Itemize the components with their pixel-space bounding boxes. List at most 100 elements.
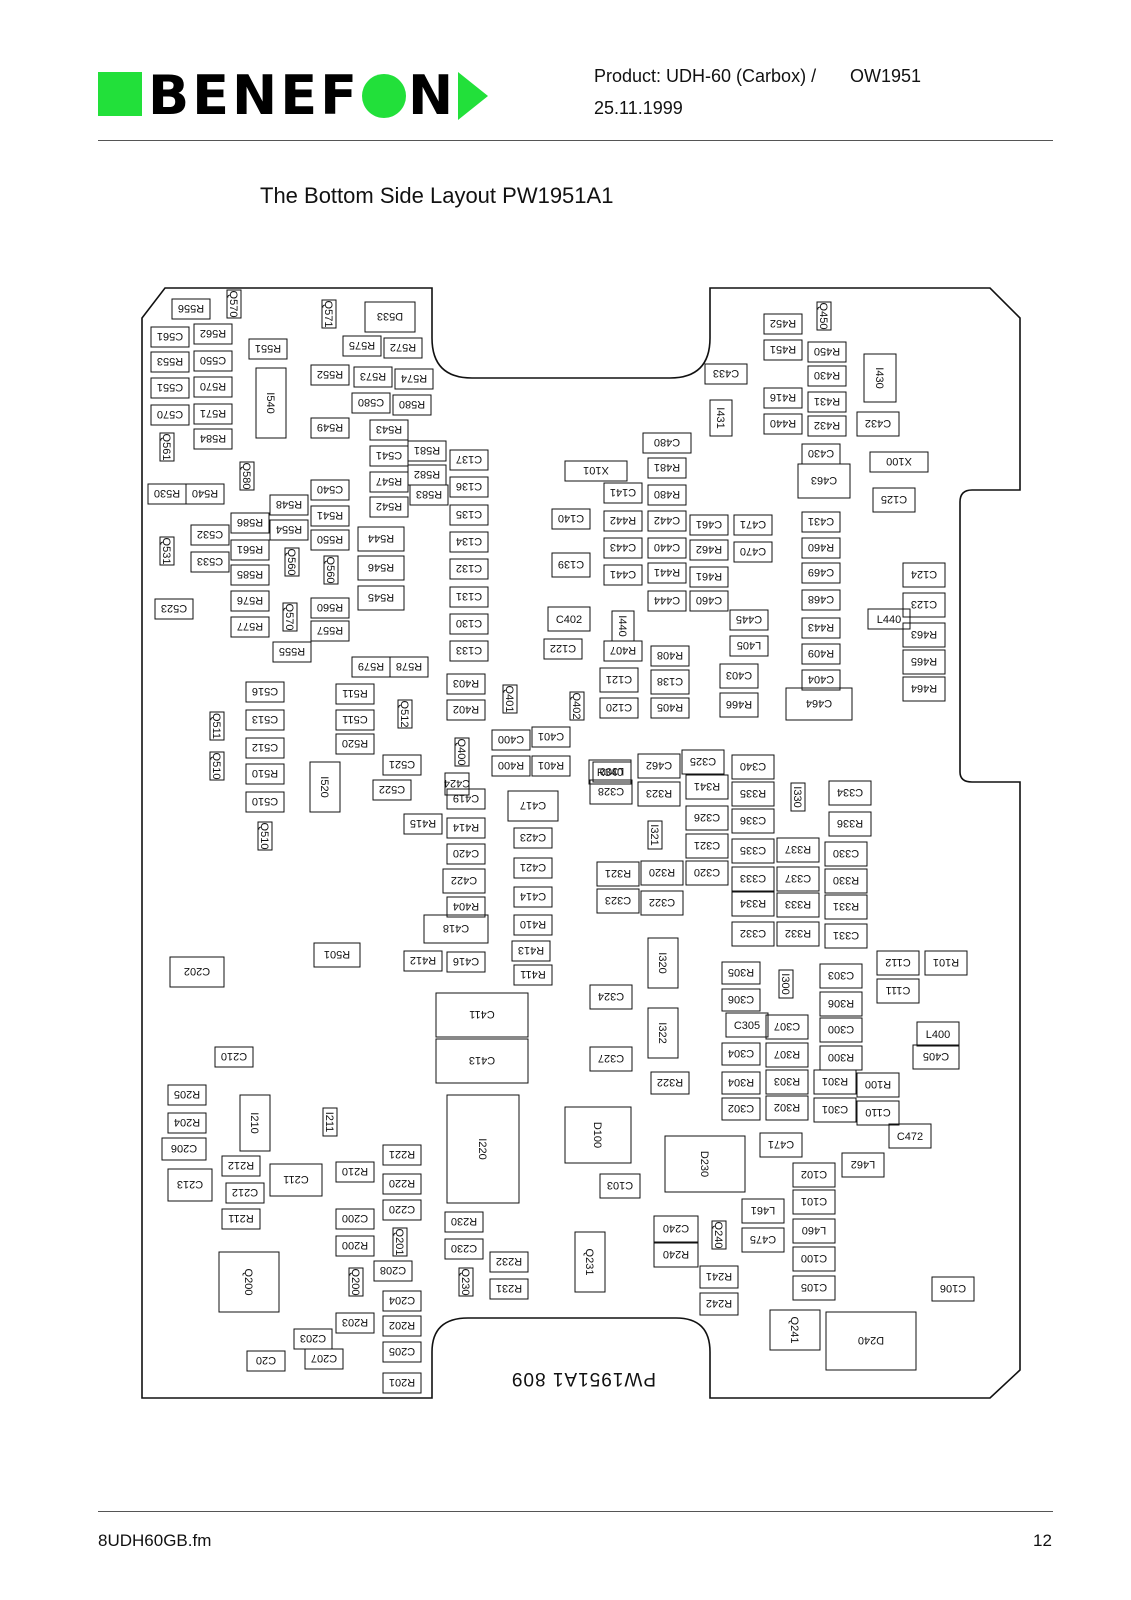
component-footprint (193, 403, 233, 425)
pcb-component: C472 (888, 1123, 932, 1149)
component-footprint (599, 1173, 641, 1199)
component-label: R411 (520, 968, 545, 980)
pcb-component: C213 (167, 1168, 213, 1202)
component-label: C125 (881, 493, 907, 505)
component-footprint (589, 1046, 633, 1072)
footer-filename: 8UDH60GB.fm (98, 1531, 212, 1550)
pcb-component: R408 (650, 645, 690, 667)
pcb-component: R414 (446, 817, 486, 839)
component-label: R323 (646, 787, 672, 799)
component-footprint (383, 337, 423, 359)
pcb-component: C208 (373, 1260, 413, 1282)
component-footprint (304, 1348, 344, 1370)
component-footprint (731, 866, 775, 892)
component-footprint (819, 963, 863, 989)
pcb-component: Q510 (209, 751, 225, 781)
pcb-component: C207 (304, 1348, 344, 1370)
component-label: Q201 (393, 1229, 405, 1256)
component-footprint (647, 537, 687, 559)
pcb-component: I220 (446, 1094, 520, 1204)
component-footprint (647, 937, 679, 989)
component-footprint (444, 1238, 484, 1260)
component-label: C230 (451, 1242, 477, 1254)
component-label: C111 (886, 984, 911, 996)
component-label: C401 (538, 730, 564, 742)
pcb-component: R463 (902, 622, 946, 648)
component-label: R578 (396, 660, 422, 672)
pcb-component: R413 (511, 940, 551, 962)
component-label: C417 (520, 799, 546, 811)
pcb-component: R412 (403, 950, 443, 972)
component-label: C103 (607, 1179, 633, 1191)
pcb-component: C323 (596, 888, 640, 914)
pcb-component: Q231 (574, 1231, 606, 1293)
pcb-component: R543 (369, 419, 409, 441)
component-footprint (731, 781, 775, 807)
component-label: R480 (654, 488, 680, 500)
component-footprint (335, 683, 375, 705)
component-footprint (689, 566, 729, 588)
component-label: R540 (192, 487, 218, 499)
component-label: C463 (811, 474, 837, 486)
component-label: R551 (255, 342, 281, 354)
component-footprint (193, 376, 233, 398)
component-footprint (637, 753, 681, 779)
component-label: C471 (740, 518, 766, 530)
component-footprint (731, 754, 775, 780)
component-label: R547 (376, 475, 402, 487)
component-label: C213 (177, 1178, 203, 1190)
component-label: I440 (616, 615, 628, 636)
component-footprint (449, 558, 489, 580)
component-label: R334 (740, 897, 766, 909)
component-footprint (193, 323, 233, 345)
component-label: C580 (358, 396, 384, 408)
pcb-component: R341 (685, 774, 729, 800)
component-footprint (931, 1276, 975, 1302)
pcb-component: D533 (364, 301, 416, 333)
component-footprint (824, 868, 868, 894)
component-label: R442 (610, 514, 636, 526)
component-footprint (348, 1267, 364, 1297)
pcb-component: C433 (704, 363, 748, 385)
component-label: R212 (228, 1159, 254, 1171)
pcb-component: C405 (912, 1044, 960, 1070)
component-label: R520 (342, 737, 368, 749)
component-label: R443 (808, 621, 834, 633)
component-footprint (397, 699, 413, 729)
component-footprint (792, 1275, 836, 1301)
component-label: R577 (237, 620, 263, 632)
component-footprint (382, 1372, 422, 1394)
pcb-component: C331 (824, 923, 868, 949)
component-footprint (245, 681, 285, 703)
pcb-component: R430 (807, 365, 847, 387)
component-label: C106 (940, 1282, 966, 1294)
pcb-component: R550 (310, 529, 350, 551)
component-footprint (856, 411, 900, 437)
component-label: C541 (376, 449, 402, 461)
pcb-component: C133 (449, 640, 489, 662)
component-footprint (335, 733, 375, 755)
pcb-component: R411 (513, 964, 553, 986)
pcb-component: R520 (335, 733, 375, 755)
document-date: 25.11.1999 (594, 98, 683, 118)
pcb-component: C404 (801, 669, 841, 691)
pcb-component: Q230 (458, 1267, 474, 1297)
pcb-component: I211 (322, 1107, 338, 1137)
pcb-component: R562 (193, 323, 233, 345)
component-label: C433 (713, 367, 739, 379)
pcb-component: C106 (931, 1276, 975, 1302)
component-label: C403 (726, 669, 752, 681)
component-footprint (711, 1220, 727, 1250)
pcb-component: C121 (599, 667, 639, 693)
pcb-component: C469 (801, 562, 841, 584)
component-footprint (640, 860, 684, 886)
component-footprint (564, 460, 628, 482)
component-label: R201 (389, 1376, 415, 1388)
pcb-component: Q512 (397, 699, 413, 729)
component-footprint (239, 461, 255, 491)
component-label: R464 (911, 682, 937, 694)
component-footprint (282, 602, 298, 632)
component-label: R544 (368, 532, 394, 544)
component-label: R574 (401, 372, 427, 384)
